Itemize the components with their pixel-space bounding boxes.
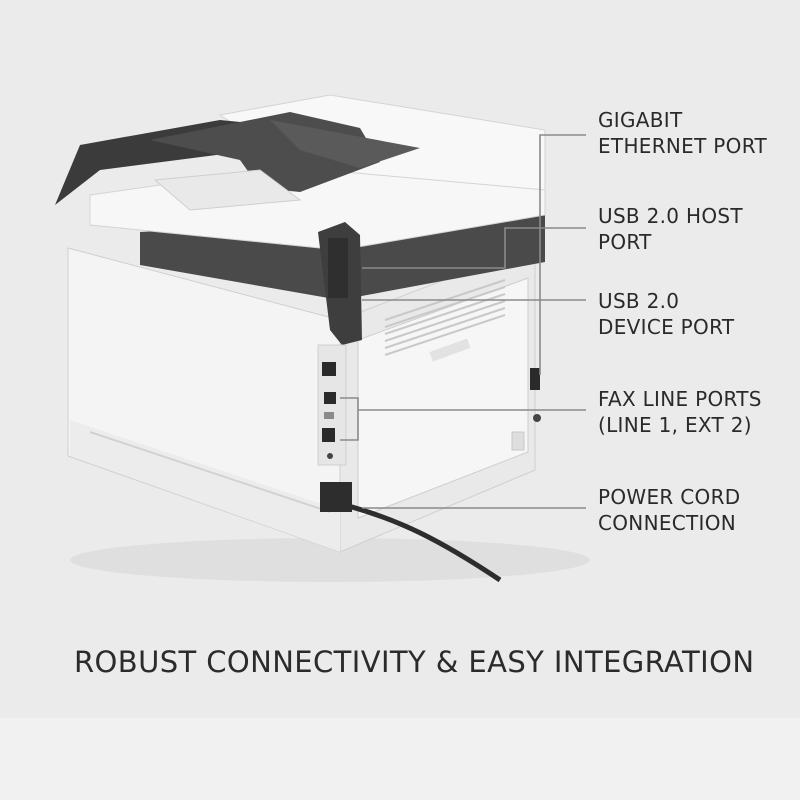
callout-line: GIGABIT [598, 108, 683, 132]
callout-fax-line-ports: FAX LINE PORTS (LINE 1, EXT 2) [598, 386, 762, 438]
callout-usb-host-port: USB 2.0 HOST PORT [598, 203, 743, 255]
ethernet-port-icon [322, 362, 336, 376]
fax-ext-port-icon [322, 428, 335, 442]
fax-line-port-icon [324, 392, 336, 404]
usb-device-port-icon [530, 368, 540, 390]
callout-line: (LINE 1, EXT 2) [598, 413, 752, 437]
callout-line: CONNECTION [598, 511, 737, 535]
callout-gigabit-ethernet: GIGABIT ETHERNET PORT [598, 107, 767, 159]
callout-power-cord: POWER CORD CONNECTION [598, 484, 740, 536]
callout-line: ETHERNET PORT [598, 134, 767, 158]
headline: ROBUST CONNECTIVITY & EASY INTEGRATION [74, 645, 755, 679]
callout-line: FAX LINE PORTS [598, 387, 762, 411]
callout-line: PORT [598, 230, 652, 254]
callout-usb-device-port: USB 2.0 DEVICE PORT [598, 288, 734, 340]
callout-line: USB 2.0 [598, 289, 680, 313]
bottom-band [0, 718, 800, 800]
callout-line: POWER CORD [598, 485, 741, 509]
callout-line: USB 2.0 HOST [598, 204, 743, 228]
callout-line: DEVICE PORT [598, 315, 735, 339]
